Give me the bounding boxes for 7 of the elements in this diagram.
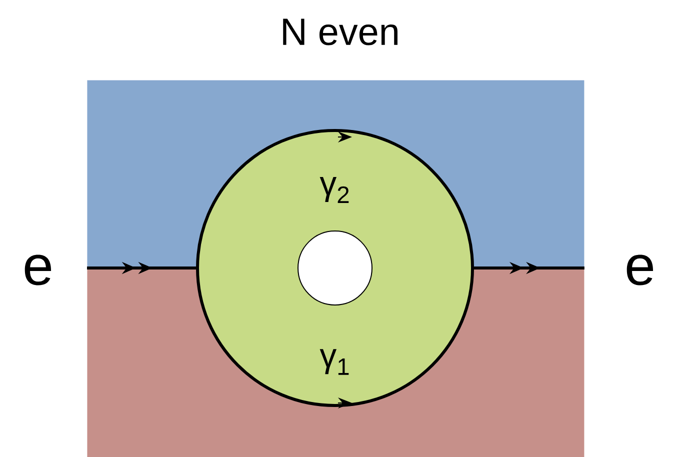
gamma-label: γ$_{2}$ [320,177,349,203]
edge-end-label: e [24,254,52,286]
title: N even [283,18,398,46]
hole [298,230,372,306]
annulus [196,129,474,407]
edge-end-label: e [626,254,654,286]
gamma-label: γ$_{1}$ [320,349,349,375]
